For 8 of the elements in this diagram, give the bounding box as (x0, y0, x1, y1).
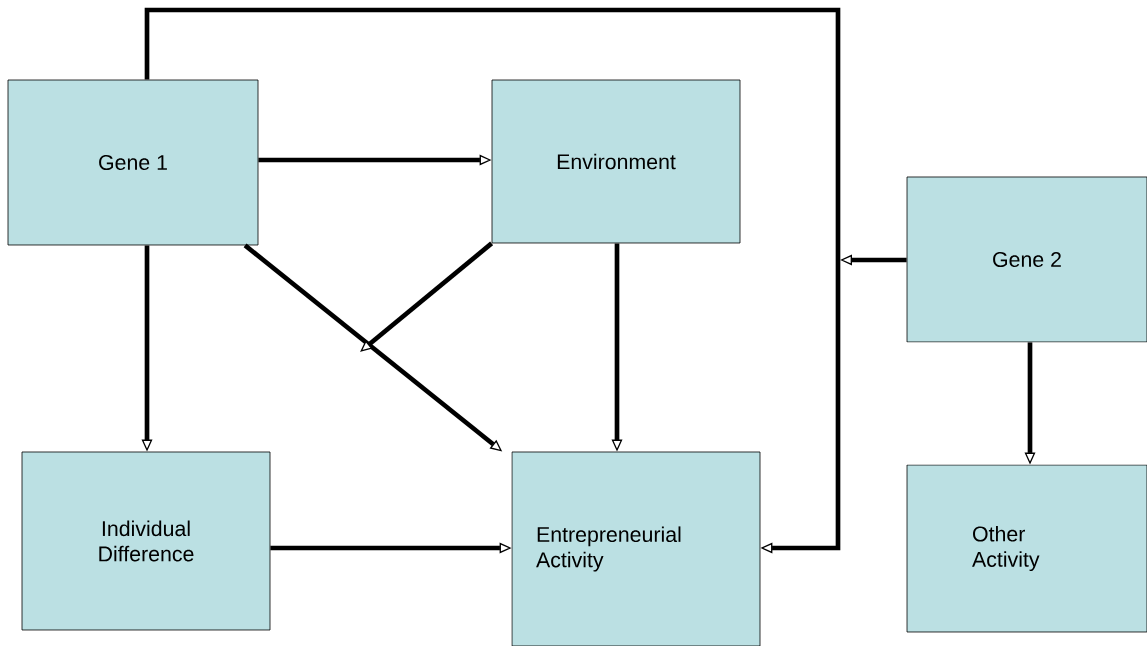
process-box: Individual Difference (21, 451, 271, 631)
arrow (144, 7, 841, 554)
process-box: Environment (491, 79, 741, 244)
process-box: Entrepreneurial Activity (511, 451, 761, 646)
process-box: Other Activity (906, 464, 1147, 633)
process-box: Gene 1 (7, 79, 259, 246)
arrow (360, 241, 494, 352)
process-box: Gene 2 (906, 176, 1147, 343)
